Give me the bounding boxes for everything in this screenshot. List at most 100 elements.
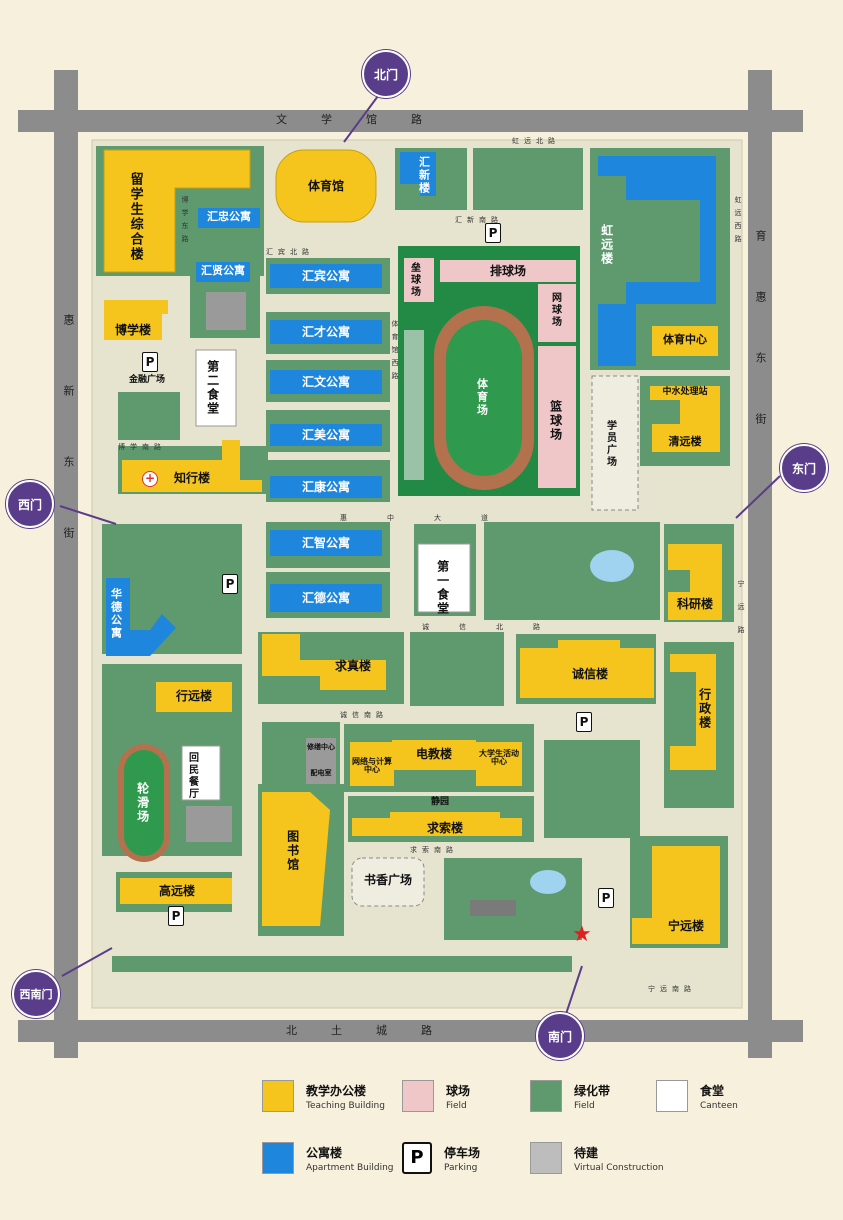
green-center — [410, 632, 504, 706]
legend-canteen-cn: 食堂 — [700, 1083, 725, 1098]
ningyuan-building — [632, 846, 720, 944]
legend-green-cn: 绿化带 — [574, 1083, 611, 1098]
huimin-label: 回民餐厅 — [186, 752, 198, 800]
legend-swatch-green — [530, 1080, 562, 1112]
small-building — [470, 900, 516, 916]
dianjiao-building — [392, 740, 476, 770]
parking-marker-2: P — [142, 352, 158, 372]
huimei-label: 汇美公寓 — [301, 428, 350, 442]
east-gate: 东门 — [780, 444, 828, 492]
east-road — [748, 70, 772, 1058]
parking-marker-3: P — [222, 574, 238, 594]
huibin-north-road: 汇宾北路 — [266, 248, 314, 256]
lunhua-field — [124, 750, 164, 856]
chengxin-south-road: 诚信南路 — [340, 711, 388, 719]
huixian-building — [196, 262, 250, 282]
campus-map-graphics — [18, 70, 803, 1058]
keyan-building — [668, 544, 722, 620]
wang-qiu-field — [538, 284, 576, 342]
huizhi-building — [270, 530, 382, 556]
green-jinrong — [118, 392, 180, 440]
qiuzhen-label: 求真楼 — [334, 659, 371, 673]
legend-teaching-en: Teaching Building — [306, 1100, 385, 1111]
hongyuan-label: 虹远楼 — [599, 224, 614, 266]
bo-xue-annex — [104, 300, 168, 314]
parking-marker-4: P — [576, 712, 592, 732]
medical-cross-icon: + — [142, 471, 158, 487]
huixian-label: 汇贤公寓 — [201, 264, 245, 277]
liuxuesheng-building — [103, 149, 251, 273]
dianjiao-label: 电教楼 — [415, 747, 452, 761]
xiushan-building — [306, 738, 336, 784]
north-gate: 北门 — [362, 50, 410, 98]
xingzheng-building — [670, 654, 716, 770]
pond — [530, 870, 566, 894]
jingyuan-label: 静园 — [430, 797, 449, 807]
xingyuan-building — [156, 682, 232, 712]
legend-swatch-virtual — [530, 1142, 562, 1174]
qiusuo-south-road: 求索南路 — [410, 846, 458, 854]
ningyuan-road: 宁远路 — [737, 580, 745, 649]
virtual-building-2 — [186, 806, 232, 842]
ningyuan-label: 宁远楼 — [667, 919, 704, 933]
diyi-shitang-building — [417, 543, 471, 613]
huikang-label: 汇康公寓 — [301, 480, 350, 494]
legend-field: 球场 Field — [402, 1080, 470, 1112]
location-star-icon: ★ — [572, 922, 592, 947]
southwest-gate: 西南门 — [12, 970, 60, 1018]
boxue-label: 博学楼 — [114, 323, 151, 337]
legend-canteen-en: Canteen — [700, 1100, 738, 1111]
hongyuan-west-road: 虹远西路 — [734, 196, 742, 248]
chengxin-label: 诚信楼 — [571, 667, 608, 681]
shuxiang-label: 书香广场 — [363, 873, 412, 887]
gaoyuan-building — [120, 878, 232, 904]
legend-apartment-cn: 公寓楼 — [306, 1145, 343, 1160]
south-gate: 南门 — [536, 1012, 584, 1060]
paiqiu-label: 排球场 — [489, 264, 526, 278]
zhixing-label: 知行楼 — [173, 471, 210, 485]
field-inner — [446, 320, 522, 476]
leiqiu-label: 垒球场 — [408, 262, 420, 298]
huibin-building — [270, 264, 382, 288]
huizhi-label: 汇智公寓 — [301, 536, 350, 550]
huikang-building — [270, 476, 382, 498]
parking-marker-5: P — [598, 888, 614, 908]
xiushan-label: 修缮中心 — [307, 743, 335, 751]
legend-virtual-en: Virtual Construction — [574, 1162, 664, 1173]
huixin-label: 汇新楼 — [417, 156, 431, 195]
ningyuan-south-road: 宁远南路 — [648, 985, 696, 993]
tiyu-zhongxin-label: 体育中心 — [663, 333, 707, 346]
green-south — [444, 858, 582, 940]
wangluo-building — [350, 742, 394, 786]
diyi-shitang-label: 第一食堂 — [435, 560, 450, 616]
tiyuguan-west-road: 体育馆西路 — [391, 320, 399, 385]
huimei-building — [270, 424, 382, 446]
west-gate-pointer — [59, 505, 117, 525]
huizhong-label: 汇忠公寓 — [207, 210, 251, 223]
lake — [590, 550, 634, 582]
lunhua-label: 轮滑场 — [135, 782, 150, 824]
lei-qiu-field — [404, 258, 434, 302]
xingzheng-label: 行政楼 — [697, 688, 712, 730]
west-road-label: 惠新东街 — [62, 314, 75, 598]
shuxiang-guangchang — [351, 857, 425, 907]
chengxin-north-road: 诚信北路 — [422, 623, 570, 631]
north-road — [18, 110, 803, 132]
east-gate-pointer — [735, 475, 781, 519]
legend-field-cn: 球场 — [446, 1083, 471, 1098]
lanqiu-label: 篮球场 — [548, 400, 563, 442]
legend-field-en: Field — [446, 1100, 467, 1111]
south-gate-pointer — [563, 965, 583, 1021]
jinrong-label: 金融广场 — [128, 375, 165, 385]
southwest-gate-pointer — [61, 947, 113, 977]
lan-qiu-field — [538, 346, 576, 488]
virtual-building-1 — [206, 292, 246, 330]
tiyuguan-building — [275, 149, 377, 223]
tiyu-zhongxin-building — [652, 326, 718, 356]
south-greenbelt — [112, 956, 572, 972]
boxue-east-road: 博学东路 — [181, 196, 189, 248]
dier-shitang-building — [195, 349, 237, 427]
legend-swatch-teaching — [262, 1080, 294, 1112]
